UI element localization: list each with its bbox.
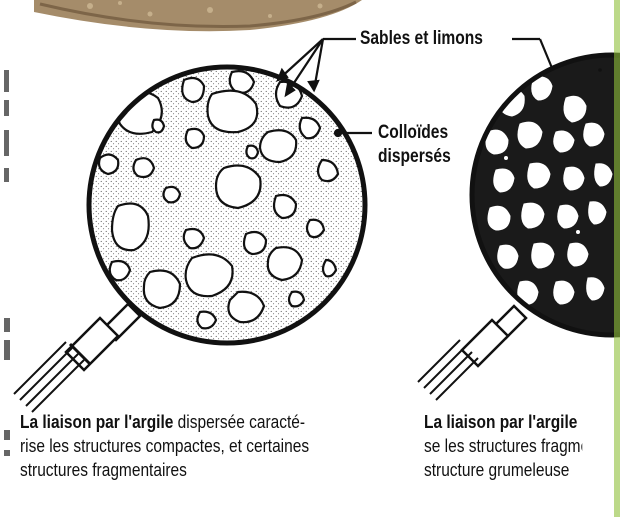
left-magnifier-handle bbox=[14, 304, 140, 412]
caption-right: La liaison par l'argile se les structure… bbox=[424, 410, 582, 482]
caption-left-line3: structures fragmentaires bbox=[20, 458, 309, 482]
colloids-leader-line bbox=[335, 130, 372, 136]
caption-right-line1: La liaison par l'argile bbox=[424, 410, 582, 434]
label-colloids-line2: dispersés bbox=[378, 146, 451, 168]
caption-right-line2: se les structures fragmentaires bbox=[424, 434, 582, 458]
label-sands-and-silts: Sables et limons bbox=[360, 28, 483, 50]
caption-left-line1: La liaison par l'argile dispersée caract… bbox=[20, 410, 309, 434]
right-magnifier-lens bbox=[470, 50, 620, 350]
right-magnifier-handle bbox=[418, 306, 526, 400]
left-magnifier-lens bbox=[89, 67, 365, 343]
caption-right-line3: structure grumeleuse bbox=[424, 458, 582, 482]
right-edge-strip bbox=[614, 0, 620, 517]
caption-left: La liaison par l'argile dispersée caract… bbox=[20, 410, 309, 482]
caption-left-line2: rise les structures compactes, et certai… bbox=[20, 434, 309, 458]
label-colloids-line1: Colloïdes bbox=[378, 122, 448, 144]
margin-text-fragment bbox=[4, 70, 10, 456]
